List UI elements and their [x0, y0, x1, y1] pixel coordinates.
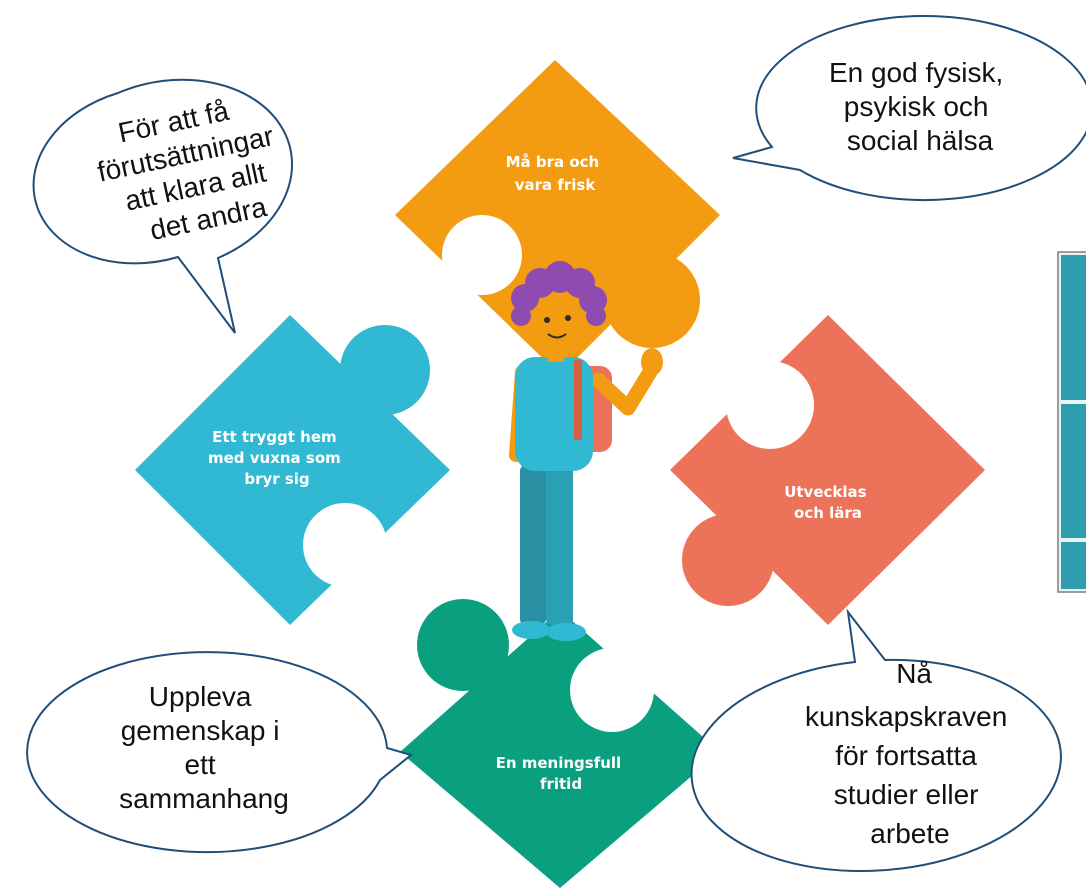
speech-bubble-top-right-shape: [732, 15, 1086, 202]
speech-bubble-top-right: En god fysisk, psykisk och social hälsa: [732, 15, 1086, 202]
child-arm-raised: [590, 364, 658, 416]
speech-bubble-bottom-left-text: Uppleva gemenskap i ett sammanhang: [119, 681, 289, 814]
child-illustration: [509, 261, 663, 641]
speech-bubble-top-left-shape: [32, 78, 294, 334]
speech-bubble-bottom-right: Nå kunskapskraven för fortsatta studier …: [690, 608, 1062, 873]
puzzle-piece-top-knob: [604, 252, 700, 348]
speech-bubble-top-right-text: En god fysisk, psykisk och social hälsa: [829, 57, 1011, 156]
child-leg-right: [546, 465, 573, 625]
partial-table-fragment: [1057, 251, 1086, 593]
backpack-strap: [574, 360, 582, 440]
puzzle-piece-top: Må bra och vara frisk: [395, 60, 720, 375]
child-smile: [547, 333, 567, 339]
puzzle-piece-bottom-label: En meningsfull fritid: [496, 754, 627, 793]
table-cell-1: [1061, 404, 1086, 538]
puzzle-piece-right-knob: [682, 514, 774, 606]
puzzle-piece-top-notch: [442, 215, 522, 295]
puzzle-piece-left: Ett tryggt hem med vuxna som bryr sig: [135, 315, 450, 625]
puzzle-piece-bottom-body: [400, 610, 720, 888]
child-hair: [511, 261, 607, 326]
child-shirt: [515, 357, 593, 471]
puzzle-piece-bottom: En meningsfull fritid: [400, 599, 720, 888]
puzzle-piece-right-label: Utvecklas och lära: [784, 483, 872, 522]
speech-bubble-bottom-right-text: Nå kunskapskraven för fortsatta studier …: [805, 658, 1015, 849]
puzzle-piece-bottom-notch: [570, 648, 654, 732]
child-head: [527, 288, 587, 356]
puzzle-piece-bottom-knob: [417, 599, 509, 691]
puzzle-piece-right-notch: [726, 361, 814, 449]
child-eye-right: [565, 315, 571, 321]
child-shoe-left: [512, 621, 550, 639]
puzzle-piece-left-knob: [340, 325, 430, 415]
child-leg-left: [520, 465, 546, 625]
child-eye-left: [544, 317, 550, 323]
speech-bubble-bottom-left-shape: [26, 651, 414, 854]
puzzle-piece-right: Utvecklas och lära: [670, 315, 985, 625]
puzzle-piece-left-body: [135, 315, 450, 625]
puzzle-piece-left-label: Ett tryggt hem med vuxna som bryr sig: [208, 428, 346, 488]
child-hand: [641, 348, 663, 376]
speech-bubble-bottom-left: Uppleva gemenskap i ett sammanhang: [26, 651, 414, 854]
child-shoe-right: [546, 623, 586, 641]
puzzle-piece-left-notch: [303, 503, 387, 587]
puzzle-piece-top-label: Må bra och vara frisk: [506, 153, 605, 194]
puzzle-piece-right-body: [670, 315, 985, 625]
table-header-cell: [1061, 255, 1086, 400]
speech-bubble-top-left: För att få förutsättningar att klara all…: [32, 78, 294, 334]
table-cell-2: [1061, 542, 1086, 589]
speech-bubble-bottom-right-shape: [690, 608, 1062, 873]
